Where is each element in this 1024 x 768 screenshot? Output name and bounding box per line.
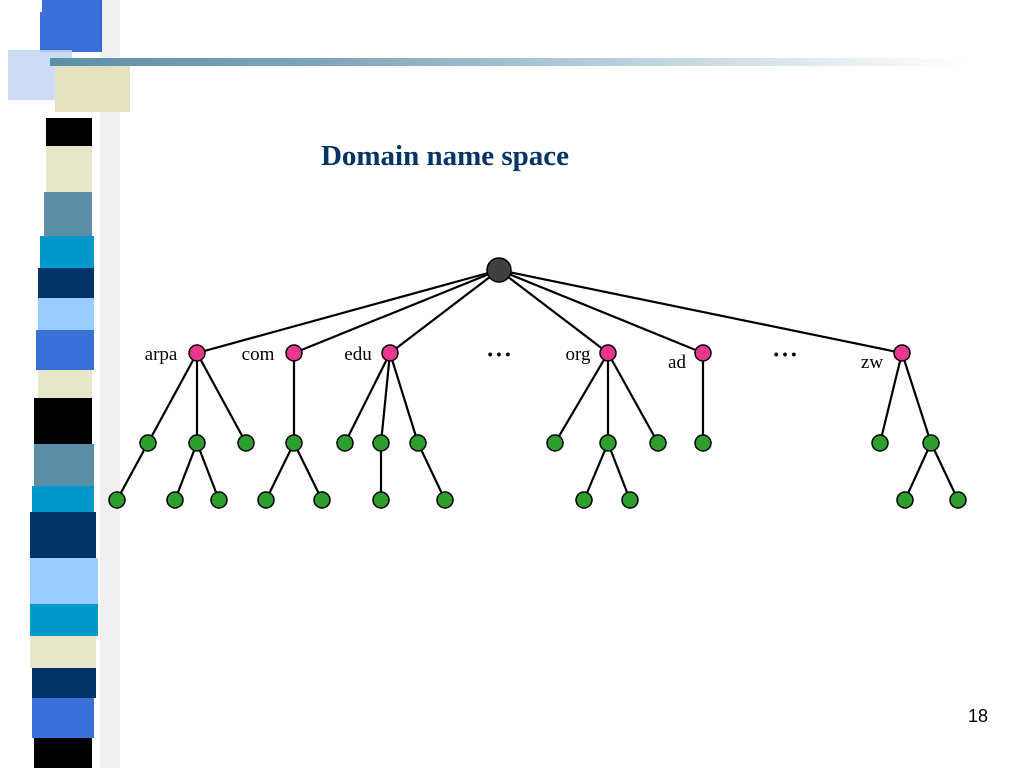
ellipsis-1: • • •	[488, 346, 511, 362]
tree-edge	[293, 442, 323, 501]
tree-edge	[582, 442, 610, 501]
tree-edge	[379, 352, 392, 444]
decorative-stripe	[30, 558, 98, 604]
decorative-square	[55, 62, 130, 112]
subdomain-node	[372, 434, 390, 452]
decorative-stripe	[32, 486, 94, 512]
subdomain-node	[922, 434, 940, 452]
top-level-node-edu	[381, 344, 399, 362]
decorative-stripe	[30, 636, 96, 668]
top-level-node-org	[599, 344, 617, 362]
subdomain-node	[546, 434, 564, 452]
domain-label-org: org	[566, 344, 591, 365]
tree-edge	[930, 442, 959, 501]
tree-edge	[293, 268, 500, 355]
tree-edge	[417, 442, 446, 501]
decorative-stripe	[32, 668, 96, 698]
subdomain-node	[621, 491, 639, 509]
ellipsis-2: • • •	[774, 346, 797, 362]
subdomain-node	[166, 491, 184, 509]
tree-edge	[606, 442, 632, 501]
tree-edge	[900, 352, 933, 444]
tree-edge	[607, 352, 659, 444]
tree-edge	[196, 352, 247, 444]
decorative-stripe	[30, 604, 98, 636]
top-level-node-ad	[694, 344, 712, 362]
subdomain-node	[409, 434, 427, 452]
decorative-stripe	[46, 146, 92, 192]
subdomain-node	[949, 491, 967, 509]
decorative-stripe	[32, 698, 94, 738]
subdomain-node	[372, 491, 390, 509]
decorative-stripe	[40, 12, 102, 52]
subdomain-node	[336, 434, 354, 452]
domain-label-arpa: arpa	[145, 344, 178, 365]
domain-label-ad: ad	[668, 352, 686, 373]
top-level-node-arpa	[188, 344, 206, 362]
subdomain-node	[436, 491, 454, 509]
subdomain-node	[139, 434, 157, 452]
tree-edge	[498, 268, 903, 355]
subdomain-node	[896, 491, 914, 509]
top-level-node-zw	[893, 344, 911, 362]
subdomain-node	[285, 434, 303, 452]
subdomain-node	[694, 434, 712, 452]
tree-edge	[554, 352, 609, 444]
subdomain-node	[237, 434, 255, 452]
subdomain-node	[313, 491, 331, 509]
decorative-stripe	[38, 298, 94, 330]
tree-edge	[388, 352, 420, 444]
subdomain-node	[599, 434, 617, 452]
stripe-band-shadow	[100, 0, 120, 768]
subdomain-node	[649, 434, 667, 452]
tree-edge	[265, 442, 295, 501]
subdomain-node	[210, 491, 228, 509]
decorative-stripe	[42, 0, 102, 12]
domain-label-zw: zw	[861, 352, 883, 373]
tree-edge	[498, 269, 609, 354]
tree-edge	[147, 352, 198, 444]
tree-edge	[389, 269, 500, 354]
decorative-stripe-band	[0, 0, 120, 768]
subdomain-node	[108, 491, 126, 509]
subdomain-node	[188, 434, 206, 452]
tree-edge	[498, 268, 704, 355]
decorative-stripe	[38, 268, 94, 298]
tree-edge	[878, 352, 904, 444]
decorative-stripe	[30, 512, 96, 558]
decorative-stripe	[38, 370, 92, 398]
decorative-stripe	[36, 330, 94, 370]
domain-label-com: com	[242, 344, 275, 365]
tree-edge	[195, 442, 221, 501]
subdomain-node	[871, 434, 889, 452]
slide-title: Domain name space	[320, 140, 570, 172]
tree-edge	[196, 268, 500, 355]
decorative-stripe	[40, 236, 94, 268]
decorative-stripe	[46, 118, 92, 146]
tree-edge	[173, 442, 199, 501]
top-level-node-com	[285, 344, 303, 362]
tree-edge	[116, 442, 149, 501]
decorative-stripe	[34, 738, 92, 768]
page-number: 18	[967, 706, 988, 726]
tree-edge	[344, 352, 391, 444]
title-rule	[50, 58, 970, 66]
tree-edge	[903, 442, 933, 501]
root-node	[486, 257, 512, 283]
subdomain-node	[257, 491, 275, 509]
decorative-stripe	[34, 398, 92, 444]
subdomain-node	[575, 491, 593, 509]
decorative-stripe	[34, 444, 94, 486]
domain-label-edu: edu	[344, 344, 372, 365]
decorative-stripe	[44, 192, 92, 236]
